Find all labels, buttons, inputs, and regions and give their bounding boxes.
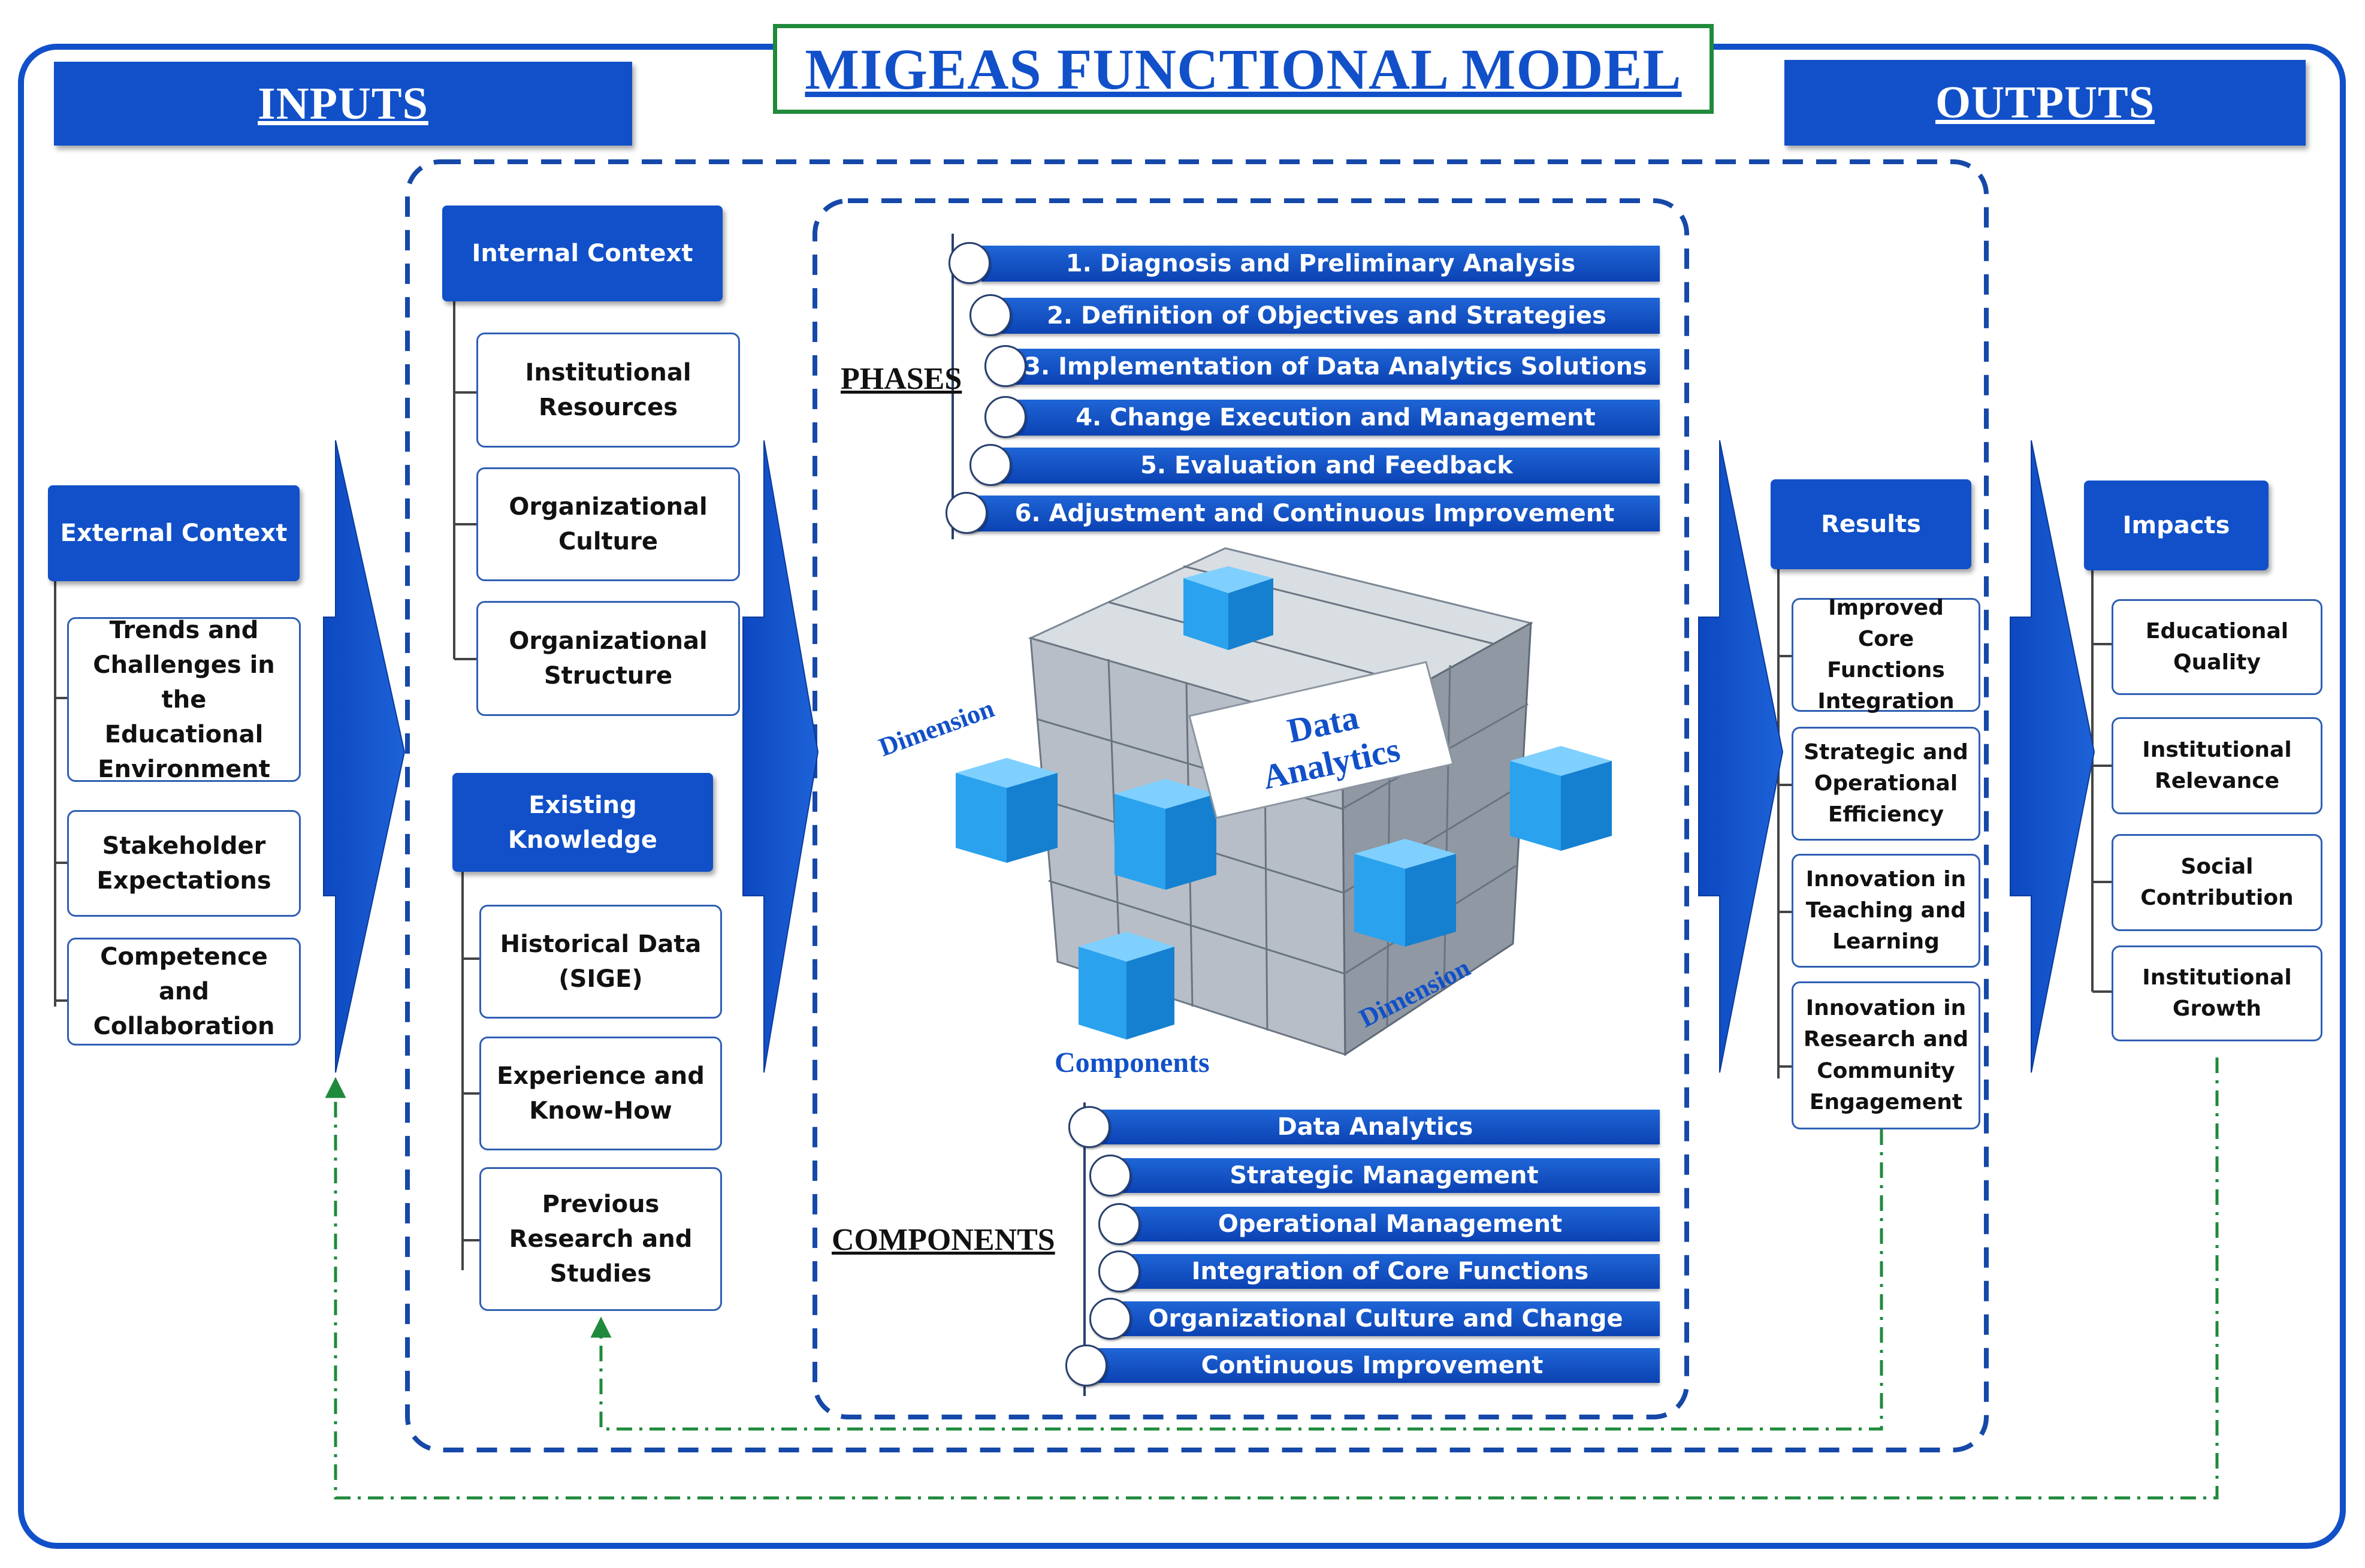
phase-bar-5: 5. Evaluation and Feedback [993,448,1660,484]
impacts-item-2: Institutional Relevance [2112,717,2322,814]
phase-ring-6 [946,492,987,534]
cube-components-label: Components [1055,1047,1210,1078]
tree-connectors [54,300,2112,1270]
phase-ring-2 [969,294,1011,336]
arrow-1 [323,440,406,1073]
phases-label: PHASES [841,362,962,396]
internal-context-item-3: Organizational Structure [476,601,740,716]
component-ring-2 [1089,1155,1131,1197]
data-cube-illustration [956,547,1612,1056]
external-context-item-2: Stakeholder Expectations [67,810,301,917]
component-ring-6 [1065,1345,1107,1386]
internal-context-item-1: Institutional Resources [476,333,740,448]
outputs-banner: OUTPUTS [1784,60,2306,146]
component-bar-2: Strategic Management [1109,1158,1660,1193]
external-context-item-3: Competence and Collaboration [67,938,301,1046]
phase-ring-1 [949,242,990,284]
results-item-3: Innovation in Teaching and Learning [1792,854,1980,968]
internal-context-header: Internal Context [442,206,723,301]
existing-knowledge-item-2: Experience and Know-How [479,1037,722,1150]
blue-cube-top [1183,566,1273,650]
blue-cube-center [1114,779,1216,890]
results-header: Results [1771,479,1971,569]
component-ring-3 [1098,1203,1140,1245]
blue-cube-far-right [1510,746,1612,851]
phase-ring-5 [969,444,1011,486]
external-context-header: External Context [48,485,300,581]
arrow-2 [742,440,819,1073]
process-dashed-frame [405,159,1989,1452]
component-bar-4: Integration of Core Functions [1120,1254,1660,1289]
phase-ring-4 [984,396,1026,438]
component-bar-1: Data Analytics [1091,1110,1660,1144]
flow-arrows [323,440,2095,1073]
component-bar-3: Operational Management [1120,1207,1660,1241]
impacts-item-1: Educational Quality [2112,599,2322,695]
cube-label-card [1188,661,1454,819]
existing-knowledge-item-1: Historical Data (SIGE) [479,905,722,1019]
arrow-4 [2010,440,2095,1073]
phase-ring-3 [984,345,1026,387]
internal-context-item-2: Organizational Culture [476,467,740,581]
impacts-item-3: Social Contribution [2112,834,2322,931]
results-item-4: Innovation in Research and Community Eng… [1792,981,1980,1129]
existing-knowledge-item-3: Previous Research and Studies [479,1167,722,1311]
blue-cube-left [956,758,1058,863]
blue-cube-bottom [1079,932,1174,1040]
external-context-item-1: Trends and Challenges in the Educational… [67,617,301,783]
core-dashed-frame [813,198,1689,1419]
phase-bar-1: 1. Diagnosis and Preliminary Analysis [981,246,1660,282]
existing-knowledge-header: Existing Knowledge [452,773,713,872]
phase-bar-2: 2. Definition of Objectives and Strategi… [993,298,1660,334]
phase-bar-4: 4. Change Execution and Management [1011,400,1660,436]
diagram-title: MIGEAS FUNCTIONAL MODEL [805,37,1682,101]
component-bar-5: Organizational Culture and Change [1111,1301,1660,1336]
component-ring-1 [1068,1106,1110,1148]
arrow-3 [1698,440,1784,1073]
component-bar-6: Continuous Improvement [1085,1348,1660,1383]
component-ring-5 [1089,1298,1131,1340]
impacts-header: Impacts [2084,481,2269,570]
phase-bar-6: 6. Adjustment and Continuous Improvement [969,496,1660,531]
components-label: COMPONENTS [832,1223,1055,1257]
blue-cube-right-inner [1354,839,1456,947]
impacts-item-4: Institutional Growth [2112,945,2322,1041]
results-item-1: Improved Core Functions Integration [1792,596,1980,714]
inputs-banner: INPUTS [54,62,632,146]
component-ring-4 [1098,1250,1140,1292]
results-item-2: Strategic and Operational Efficiency [1792,727,1980,841]
phase-bar-3: 3. Implementation of Data Analytics Solu… [1011,349,1660,385]
title-box: MIGEAS FUNCTIONAL MODEL [773,24,1714,114]
